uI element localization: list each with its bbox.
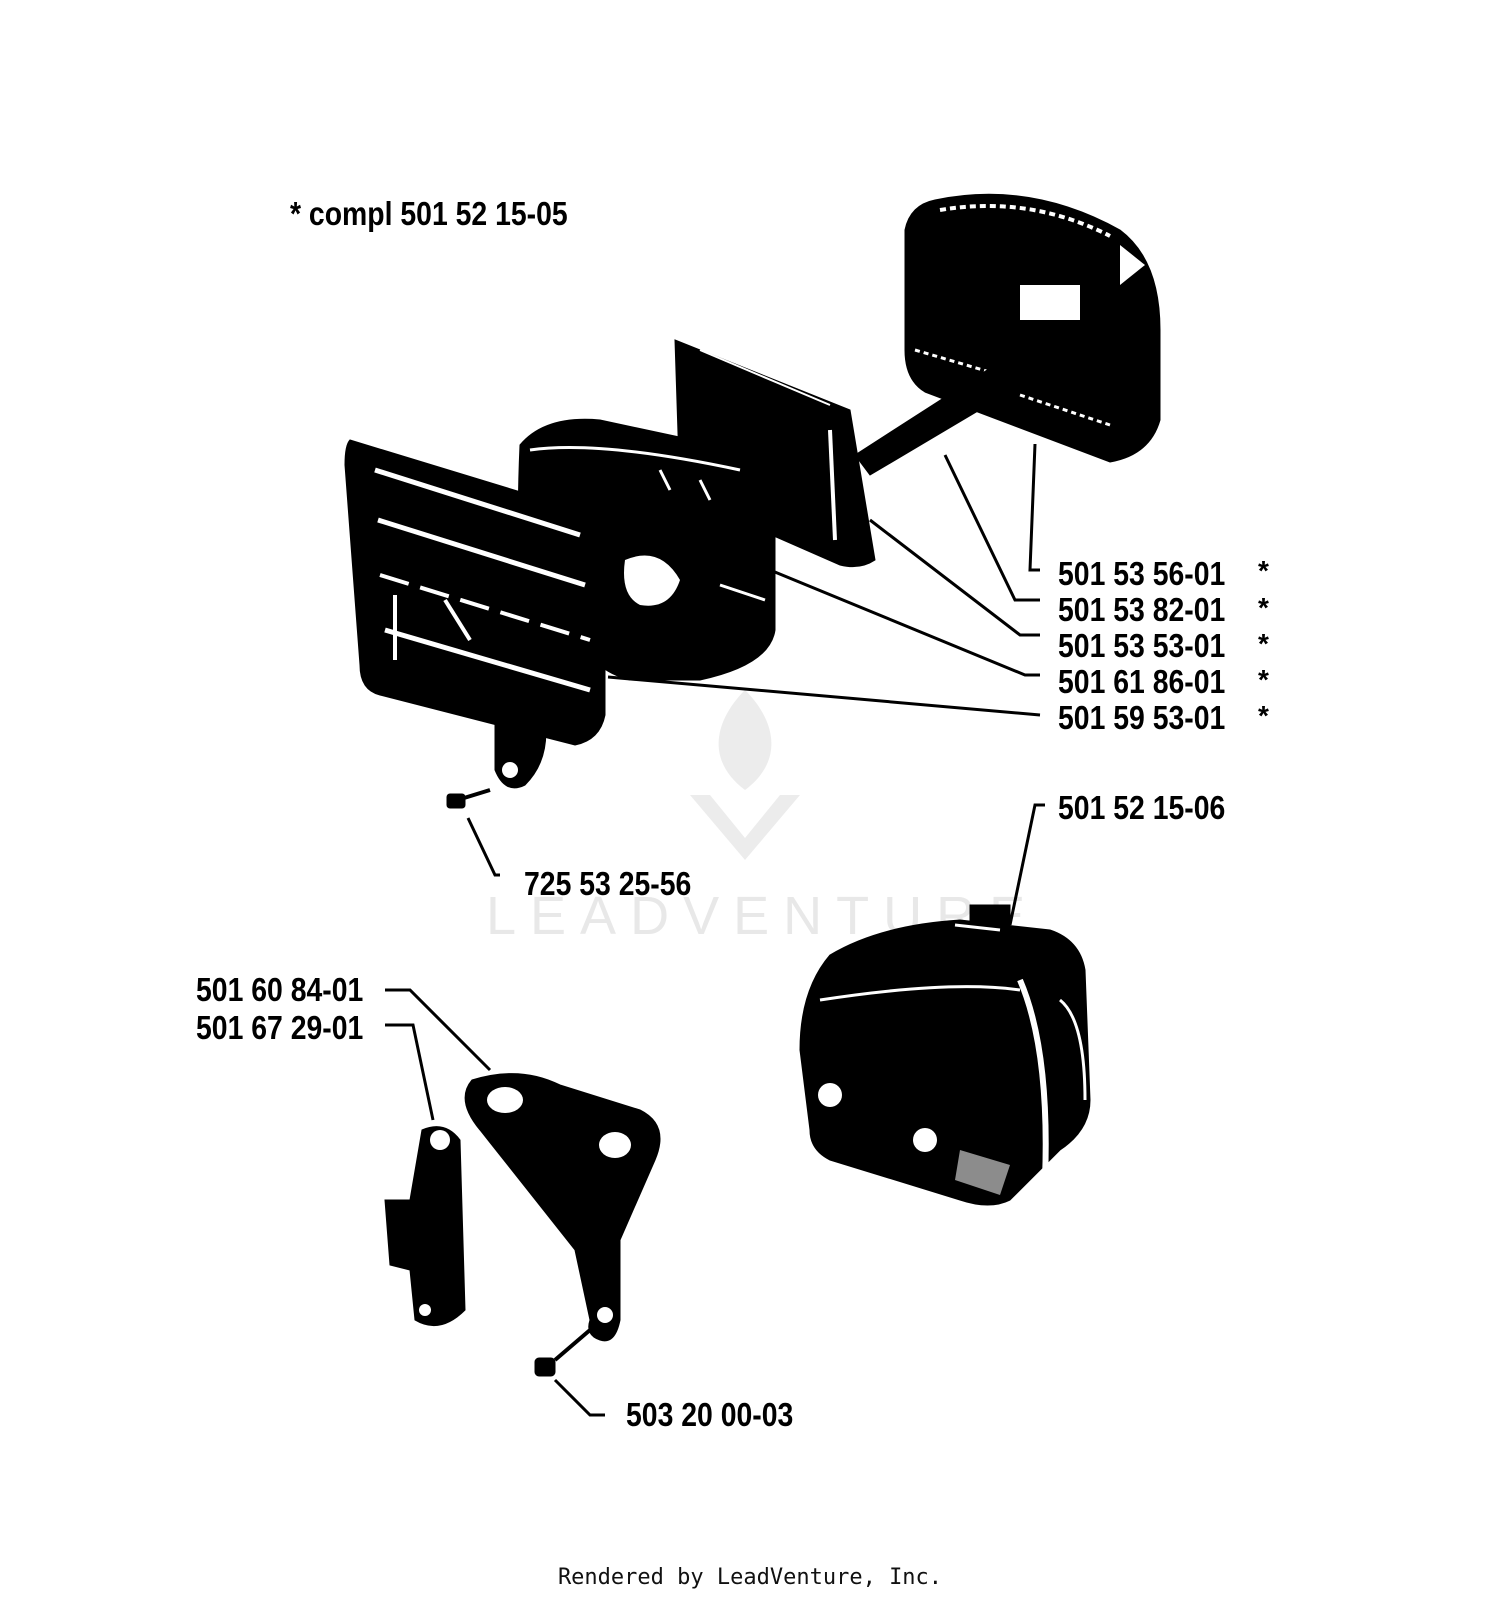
leader-lines (385, 443, 1045, 1417)
render-credit: Rendered by LeadVenture, Inc. (557, 1565, 943, 1590)
part-number-label: 503 20 00-03 (626, 1396, 794, 1433)
part-number-label: 501 59 53-01 (1058, 699, 1226, 736)
watermark-chevron (690, 795, 800, 860)
part-number-label: 725 53 25-56 (524, 865, 692, 902)
leader-c6 (466, 817, 500, 877)
leader-c8 (385, 988, 492, 1072)
leader-c10 (553, 1378, 605, 1417)
leader-c2 (943, 454, 1040, 602)
watermark-flame (718, 690, 772, 790)
kit-note: * compl 501 52 15-05 (290, 195, 568, 232)
part-number-label: 501 67 29-01 (196, 1009, 364, 1046)
leader-c7 (1008, 803, 1045, 926)
part-number-label: 501 60 84-01 (196, 971, 364, 1008)
leader-c1 (1028, 443, 1040, 572)
screw-bottom (534, 1328, 592, 1377)
kit-marker: * (1258, 555, 1269, 586)
screw-top (446, 788, 491, 809)
leader-c3 (869, 518, 1040, 637)
kit-marker: * (1258, 664, 1269, 695)
part-number-label: 501 53 82-01 (1058, 591, 1226, 628)
leader-c5 (607, 675, 1041, 717)
kit-marker: * (1258, 592, 1269, 623)
leader-c4 (769, 568, 1040, 677)
kit-marker: * (1258, 628, 1269, 659)
front-grid-plate (344, 439, 606, 789)
part-number-label: 501 61 86-01 (1058, 663, 1226, 700)
filter-housing (799, 904, 1091, 1206)
filter-rod (854, 364, 1011, 476)
part-number-label: 501 53 53-01 (1058, 627, 1226, 664)
part-number-label: 501 53 56-01 (1058, 555, 1226, 592)
part-number-label: 501 52 15-06 (1058, 789, 1226, 826)
leader-c9 (385, 1023, 435, 1121)
kit-marker: * (1258, 700, 1269, 731)
bracket-plate (464, 1073, 661, 1342)
small-bracket (384, 1126, 466, 1327)
